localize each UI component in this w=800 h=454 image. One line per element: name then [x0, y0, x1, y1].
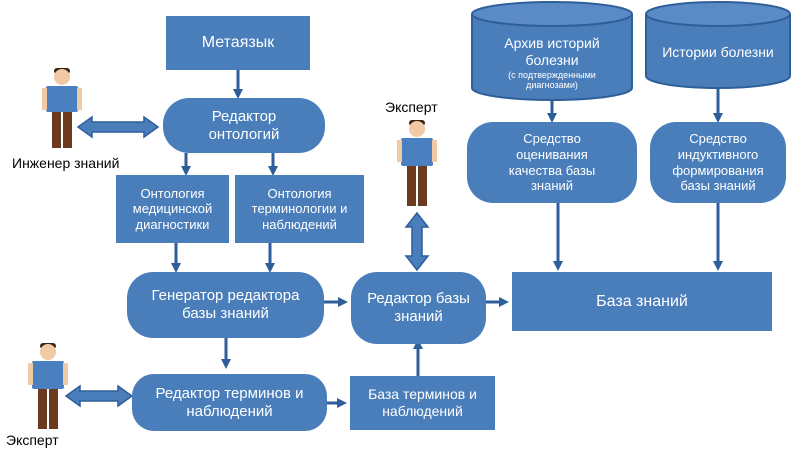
node-knowledge-base: База знаний [512, 272, 772, 331]
node-ontology-medical-label: Онтология медицинской диагностики [132, 185, 213, 232]
node-case-archive-note: (с подтвержденными диагнозами) [508, 69, 596, 90]
node-case-archive: Архив историй болезни (с подтвержденными… [474, 30, 630, 96]
node-case-histories: Истории болезни [648, 28, 788, 76]
node-kb-editor-label: Редактор базы знаний [367, 290, 470, 325]
node-metalanguage-label: Метаязык [201, 34, 275, 52]
node-kb-inductive-tool-label: Средство индуктивного формирования базы … [672, 131, 764, 194]
node-terms-base: База терминов и наблюдений [350, 376, 495, 430]
node-terms-editor: Редактор терминов и наблюдений [132, 374, 327, 431]
node-metalanguage: Метаязык [166, 16, 310, 70]
node-ontology-editor: Редактор онтологий [163, 98, 325, 153]
node-ontology-editor-label: Редактор онтологий [208, 107, 280, 143]
actor-knowledge-engineer-label: Инженер знаний [12, 155, 120, 171]
node-terms-base-label: База терминов и наблюдений [368, 386, 477, 419]
person-expert-bottom-icon [28, 343, 68, 429]
node-terms-editor-label: Редактор терминов и наблюдений [155, 384, 304, 420]
node-case-histories-label: Истории болезни [662, 43, 774, 60]
node-ontology-medical: Онтология медицинской диагностики [116, 175, 229, 243]
double-arrow-engineer-editor [76, 115, 160, 139]
node-kb-editor-generator-label: Генератор редактора базы знаний [151, 287, 300, 322]
database-case-histories [645, 1, 791, 89]
node-kb-editor: Редактор базы знаний [351, 272, 486, 344]
node-kb-inductive-tool: Средство индуктивного формирования базы … [650, 122, 786, 203]
person-expert-top-icon [397, 120, 437, 206]
database-case-archive [471, 1, 633, 101]
node-knowledge-base-label: База знаний [596, 292, 688, 310]
node-ontology-terms-label: Онтология терминологии и наблюдений [251, 185, 348, 232]
actor-expert-bottom-label: Эксперт [6, 432, 59, 448]
actor-expert-top-label: Эксперт [385, 99, 438, 115]
node-ontology-terms: Онтология терминологии и наблюдений [235, 175, 364, 243]
double-arrow-expert-terms-editor [64, 384, 134, 408]
double-arrow-expert-kb-editor [404, 211, 430, 272]
node-kb-editor-generator: Генератор редактора базы знаний [127, 272, 324, 338]
node-kb-quality-tool: Средство оценивания качества базы знаний [467, 122, 637, 203]
person-knowledge-engineer-icon [42, 68, 82, 148]
node-case-archive-label: Архив историй болезни [504, 35, 600, 69]
node-kb-quality-tool-label: Средство оценивания качества базы знаний [508, 131, 596, 194]
